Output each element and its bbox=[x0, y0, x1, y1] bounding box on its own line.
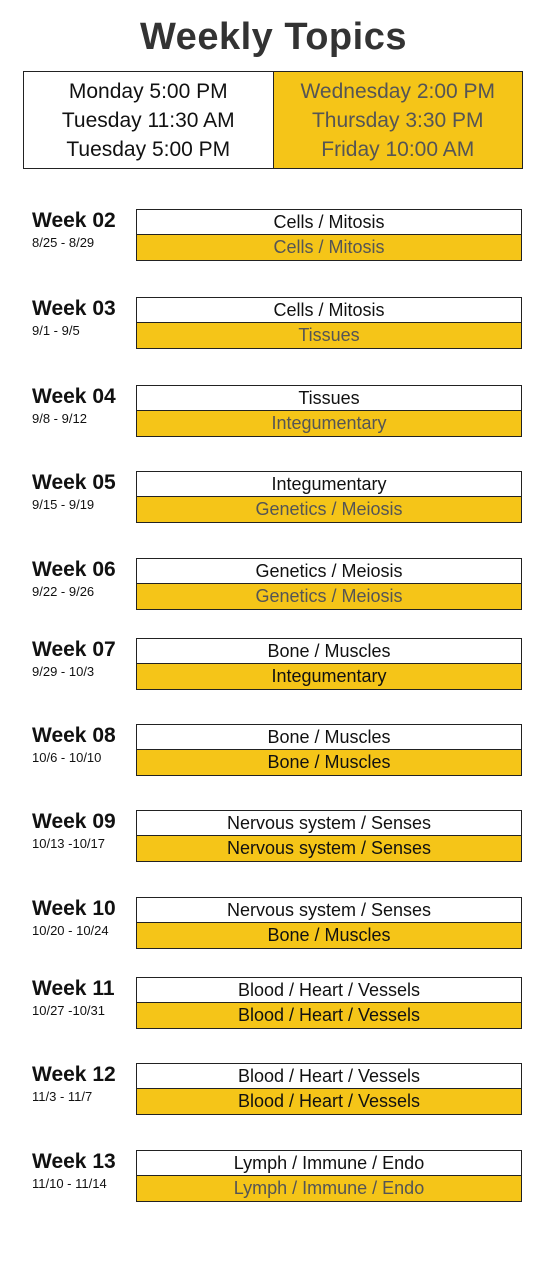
week-dates: 10/13 -10/17 bbox=[32, 836, 106, 851]
topic-late-week: Genetics / Meiosis bbox=[136, 497, 522, 523]
topic-late-week: Blood / Heart / Vessels bbox=[136, 1089, 522, 1115]
week-dates: 9/22 - 9/26 bbox=[32, 584, 95, 599]
session-time: Wednesday 2:00 PM bbox=[300, 79, 496, 103]
week-dates: 9/8 - 9/12 bbox=[32, 411, 87, 426]
week-label: Week 03 bbox=[32, 297, 116, 320]
session-times-table: Monday 5:00 PM Tuesday 11:30 AM Tuesday … bbox=[23, 71, 523, 169]
session-time: Friday 10:00 AM bbox=[321, 137, 475, 161]
topic-early-week: Lymph / Immune / Endo bbox=[136, 1150, 522, 1176]
topic-early-week: Integumentary bbox=[136, 471, 522, 497]
topic-early-week: Genetics / Meiosis bbox=[136, 558, 522, 584]
week-label: Week 10 bbox=[32, 897, 116, 920]
topic-late-week: Blood / Heart / Vessels bbox=[136, 1003, 522, 1029]
week-dates: 9/1 - 9/5 bbox=[32, 323, 80, 338]
session-time: Tuesday 11:30 AM bbox=[61, 108, 235, 132]
topic-late-week: Lymph / Immune / Endo bbox=[136, 1176, 522, 1202]
topic-late-week: Tissues bbox=[136, 323, 522, 349]
topic-late-week: Integumentary bbox=[136, 664, 522, 690]
topic-early-week: Blood / Heart / Vessels bbox=[136, 977, 522, 1003]
week-dates: 8/25 - 8/29 bbox=[32, 235, 95, 250]
week-label: Week 02 bbox=[32, 209, 116, 232]
week-row: Week 12 11/3 - 11/7 Blood / Heart / Vessel… bbox=[32, 1063, 522, 1117]
topic-late-week: Genetics / Meiosis bbox=[136, 584, 522, 610]
topic-late-week: Bone / Muscles bbox=[136, 923, 522, 949]
week-dates: 11/3 - 11/7 bbox=[32, 1089, 93, 1104]
week-dates: 10/6 - 10/10 bbox=[32, 750, 102, 765]
week-label: Week 11 bbox=[32, 977, 115, 1000]
topic-early-week: Cells / Mitosis bbox=[136, 297, 522, 323]
session-time: Monday 5:00 PM bbox=[68, 79, 228, 103]
topic-late-week: Bone / Muscles bbox=[136, 750, 522, 776]
week-label: Week 05 bbox=[32, 471, 116, 494]
week-label: Week 04 bbox=[32, 385, 116, 408]
week-label: Week 07 bbox=[32, 638, 116, 661]
week-row: Week 09 10/13 -10/17 Nervous system / Sens… bbox=[32, 810, 522, 864]
week-dates: 9/29 - 10/3 bbox=[32, 664, 95, 679]
week-row: Week 10 10/20 - 10/24 Nervous system / Sen… bbox=[32, 897, 522, 951]
topic-early-week: Bone / Muscles bbox=[136, 638, 522, 664]
topic-late-week: Cells / Mitosis bbox=[136, 235, 522, 261]
topic-late-week: Integumentary bbox=[136, 411, 522, 437]
topic-late-week: Nervous system / Senses bbox=[136, 836, 522, 862]
week-row: Week 11 10/27 -10/31 Blood / Heart / Vesse… bbox=[32, 977, 522, 1031]
topic-early-week: Tissues bbox=[136, 385, 522, 411]
week-label: Week 13 bbox=[32, 1150, 116, 1173]
topic-early-week: Bone / Muscles bbox=[136, 724, 522, 750]
early-week-sessions: Monday 5:00 PM Tuesday 11:30 AM Tuesday … bbox=[24, 72, 274, 168]
week-label: Week 12 bbox=[32, 1063, 116, 1086]
topic-early-week: Nervous system / Senses bbox=[136, 810, 522, 836]
session-time: Tuesday 5:00 PM bbox=[66, 137, 231, 161]
week-row: Week 13 11/10 - 11/14 Lymph / Immune / End… bbox=[32, 1150, 522, 1204]
topic-early-week: Cells / Mitosis bbox=[136, 209, 522, 235]
topic-early-week: Blood / Heart / Vessels bbox=[136, 1063, 522, 1089]
late-week-sessions: Wednesday 2:00 PM Thursday 3:30 PM Frida… bbox=[273, 72, 522, 168]
week-dates: 10/20 - 10/24 bbox=[32, 923, 109, 938]
week-dates: 11/10 - 11/14 bbox=[32, 1176, 107, 1191]
week-dates: 10/27 -10/31 bbox=[32, 1003, 106, 1018]
week-label: Week 06 bbox=[32, 558, 116, 581]
page-title: Weekly Topics bbox=[140, 16, 407, 58]
topic-early-week: Nervous system / Senses bbox=[136, 897, 522, 923]
session-time: Thursday 3:30 PM bbox=[311, 108, 484, 132]
week-label: Week 09 bbox=[32, 810, 116, 833]
week-dates: 9/15 - 9/19 bbox=[32, 497, 95, 512]
week-label: Week 08 bbox=[32, 724, 116, 747]
